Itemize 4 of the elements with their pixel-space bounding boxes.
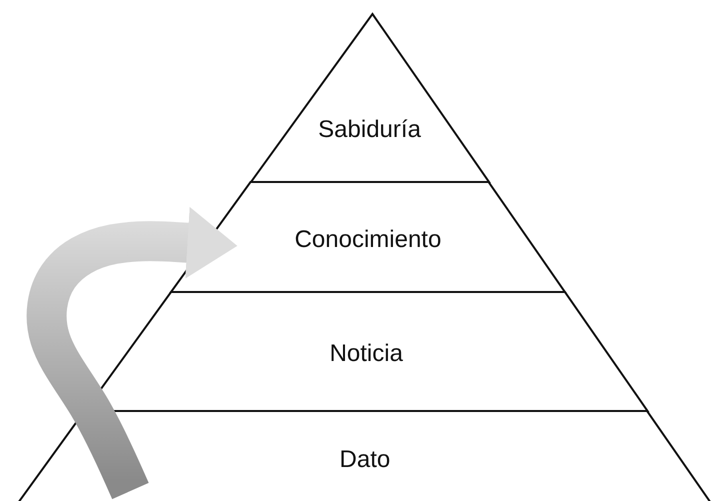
tier-label: Sabiduría <box>318 116 421 144</box>
tier-label: Conocimiento <box>294 226 442 254</box>
tier-label: Noticia <box>330 340 403 368</box>
tier-label: Dato <box>340 446 390 474</box>
